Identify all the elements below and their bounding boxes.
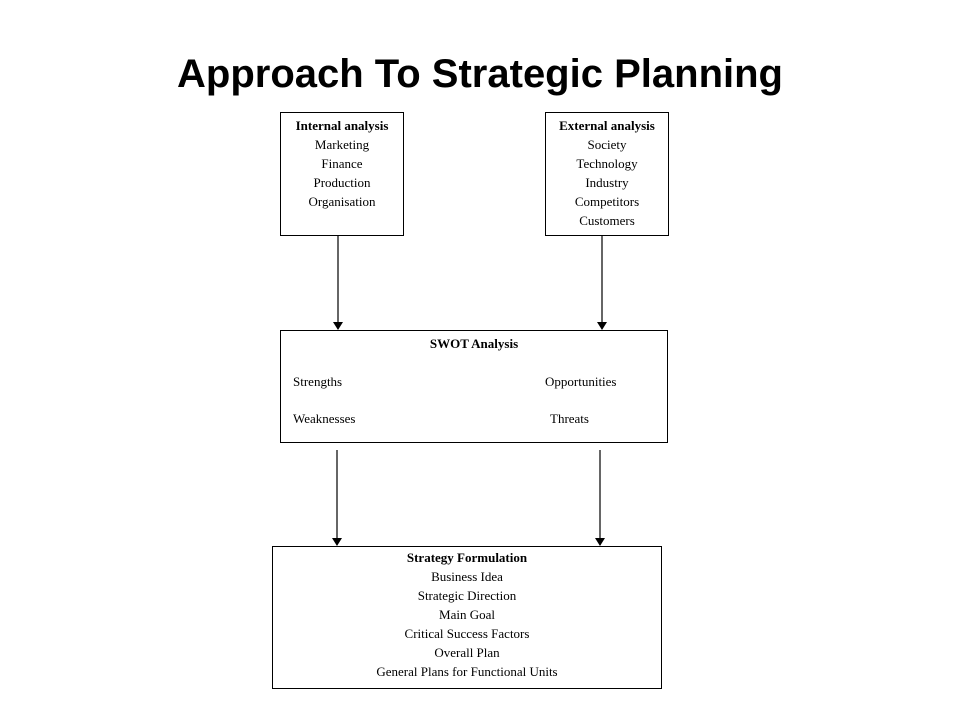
internal-item: Finance <box>321 156 363 171</box>
swot-weaknesses: Weaknesses <box>293 411 356 426</box>
strategy-formulation-box: Strategy Formulation Business Idea Strat… <box>272 546 662 689</box>
page-title: Approach To Strategic Planning <box>177 52 783 96</box>
internal-item: Marketing <box>314 137 370 152</box>
external-item: Customers <box>579 213 635 228</box>
external-analysis-box: External analysis Society Technology Ind… <box>545 112 669 236</box>
internal-analysis-heading: Internal analysis <box>295 118 389 133</box>
strategy-item: Strategic Direction <box>417 588 517 603</box>
swot-strengths: Strengths <box>293 374 343 389</box>
external-item: Technology <box>576 156 638 171</box>
strategy-formulation-heading: Strategy Formulation <box>406 550 528 565</box>
external-analysis-heading: External analysis <box>559 118 655 133</box>
swot-opportunities: Opportunities <box>545 374 617 389</box>
internal-item: Organisation <box>308 194 376 209</box>
strategy-item: Critical Success Factors <box>404 626 530 641</box>
external-item: Industry <box>585 175 629 190</box>
internal-analysis-box: Internal analysis Marketing Finance Prod… <box>280 112 404 236</box>
swot-analysis-box: SWOT Analysis Strengths Opportunities We… <box>280 330 668 443</box>
external-item: Competitors <box>574 194 640 209</box>
strategy-item: Main Goal <box>439 607 495 622</box>
external-item: Society <box>587 137 627 152</box>
strategy-item: General Plans for Functional Units <box>376 664 558 679</box>
swot-threats: Threats <box>550 411 589 426</box>
strategy-item: Business Idea <box>431 569 503 584</box>
swot-heading: SWOT Analysis <box>429 336 519 351</box>
internal-item: Production <box>313 175 371 190</box>
strategy-item: Overall Plan <box>434 645 500 660</box>
